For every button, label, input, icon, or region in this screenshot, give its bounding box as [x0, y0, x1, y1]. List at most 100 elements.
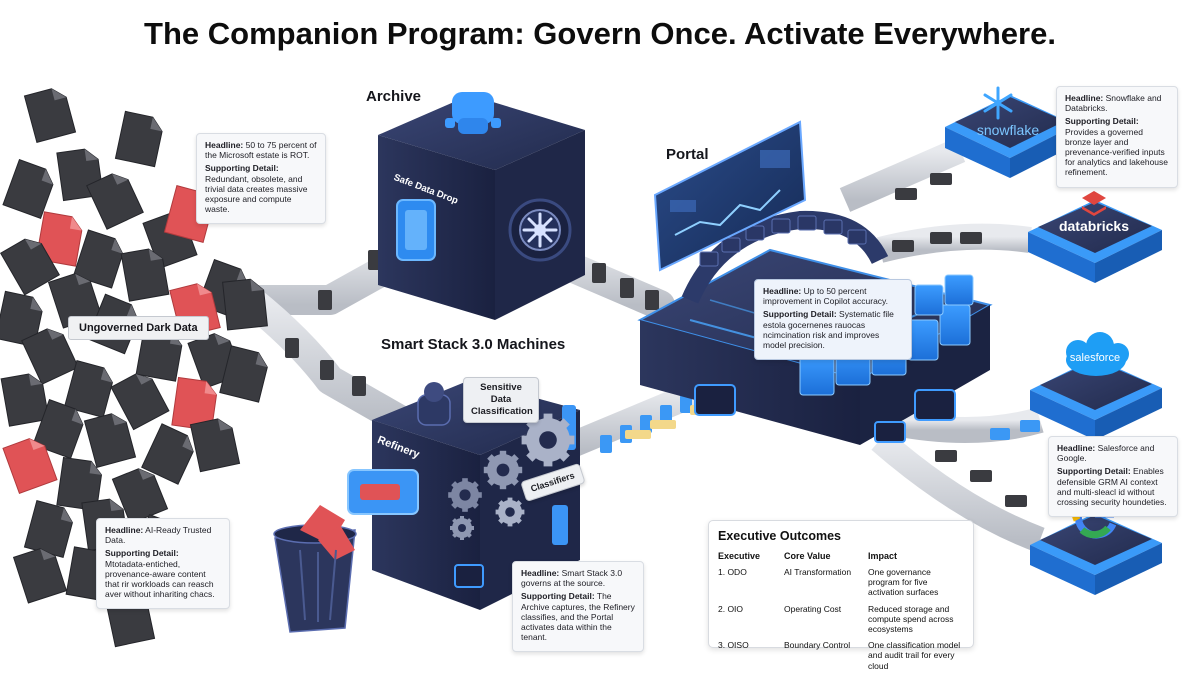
- salesforce-platform: [1030, 358, 1162, 440]
- copilot-callout: Headline: Up to 50 percent improvement i…: [754, 279, 912, 361]
- rot-detail-label: Supporting Detail:: [205, 163, 279, 174]
- sfgoogle-detail: Enables defensible GRM AI context and mu…: [1057, 466, 1167, 507]
- snowflake-icon: [983, 86, 1013, 120]
- databricks-icon: [1082, 191, 1106, 216]
- rot-detail: Redundant, obsolete, and trivial data cr…: [205, 173, 308, 215]
- sfgoogle-headline: Salesforce and Google.: [1057, 443, 1155, 464]
- outcomes-header-executive: Executive: [718, 551, 761, 561]
- outcomes-row-1-exec: 1. ODO: [718, 567, 747, 577]
- red-document-icon: [35, 211, 83, 267]
- source-headline: Smart Stack 3.0 governs at the source.: [521, 568, 623, 589]
- databricks-name: databricks: [1058, 218, 1130, 234]
- snowdb-detail: Provides a governed bronze layer and pre…: [1065, 126, 1169, 178]
- gear-icon: [448, 413, 575, 540]
- document-icon: [23, 500, 73, 558]
- trusted-detail-label: Supporting Detail:: [105, 548, 179, 559]
- vault-dial-icon: [508, 198, 572, 262]
- document-icon: [32, 398, 84, 460]
- sfgoogle-detail-label: Supporting Detail:: [1057, 466, 1131, 477]
- trusted-data-callout: Headline: AI-Ready Trusted Data. Support…: [96, 518, 230, 610]
- ungoverned-dark-data-tag: Ungoverned Dark Data: [68, 316, 209, 340]
- dashboard-screen: [653, 120, 807, 272]
- document-icon: [189, 418, 241, 473]
- outcomes-header-impact: Impact: [868, 551, 898, 561]
- gear-icon: [521, 413, 575, 467]
- copilot-detail-label: Supporting Detail:: [763, 309, 837, 320]
- portal-label: Portal: [666, 146, 709, 163]
- robot-icon: [445, 92, 501, 134]
- outcomes-row-3-exec: 3. OISO: [718, 640, 749, 651]
- gear-icon: [495, 497, 525, 527]
- document-icon: [21, 328, 79, 385]
- outcomes-row-2-impact: Reduced storage and compute spend across…: [868, 603, 954, 634]
- document-icon: [222, 278, 268, 331]
- copilot-headline-label: Headline:: [763, 286, 802, 296]
- archive-vault: [378, 92, 585, 320]
- snowflake-databricks-callout: Headline: Snowflake and Databricks. Supp…: [1056, 86, 1178, 188]
- snowdb-detail-label: Supporting Detail:: [1065, 116, 1139, 127]
- gear-icon: [448, 478, 482, 512]
- document-icon: [63, 360, 113, 418]
- snowdb-headline-label: Headline:: [1065, 93, 1104, 103]
- outcomes-row-3-value: Boundary Control: [784, 640, 851, 651]
- document-icon: [120, 248, 170, 302]
- gear-icon: [483, 450, 523, 490]
- document-icon: [0, 373, 50, 427]
- rot-headline-label: Headline:: [205, 140, 244, 150]
- sensitive-data-classification-tag: Sensitive Data Classification: [463, 377, 539, 423]
- archive-label: Archive: [366, 88, 422, 105]
- belt-chips: [285, 173, 1027, 507]
- red-document-icon: [2, 438, 58, 495]
- document-icon: [56, 456, 102, 512]
- outcomes-row-2-value: Operating Cost: [784, 603, 842, 614]
- rot-headline: 50 to 75 percent of the Microsoft estate…: [205, 140, 317, 161]
- trusted-headline: AI-Ready Trusted Data.: [105, 525, 212, 546]
- document-icon: [23, 88, 77, 143]
- trusted-detail: Mtotadata-entiched, provenance-aware con…: [105, 558, 215, 600]
- document-icon: [0, 238, 61, 296]
- outcomes-row-3-impact: One classification model and audit trail…: [868, 640, 961, 671]
- salesforce-google-callout: Headline: Salesforce and Google. Support…: [1048, 436, 1178, 518]
- snowflake-name: snowflake: [976, 122, 1040, 138]
- document-icon: [110, 373, 170, 431]
- red-document-icon: [171, 376, 217, 432]
- outcomes-row-1-value: AI Transformation: [784, 567, 852, 577]
- document-icon: [114, 110, 163, 168]
- source-detail: The Archive captures, the Refinery class…: [521, 591, 635, 643]
- snowflake-platform: [945, 95, 1075, 178]
- monitor-icon: [681, 210, 889, 304]
- rot-callout: Headline: 50 to 75 percent of the Micros…: [196, 133, 326, 225]
- document-icon: [72, 229, 124, 289]
- smart-stack-label: Smart Stack 3.0 Machines: [381, 336, 566, 353]
- executive-outcomes-table: Executive Outcomes Executive Core Value …: [708, 520, 974, 671]
- google-platform: [1030, 513, 1162, 595]
- outcomes-row-2-exec: 2. OIO: [718, 603, 744, 614]
- document-icon: [0, 290, 43, 348]
- outcomes-grid: Executive Core Value Impact 1. ODO AI Tr…: [718, 551, 964, 671]
- source-callout: Headline: Smart Stack 3.0 governs at the…: [512, 561, 644, 653]
- trash-bin-icon: [273, 505, 357, 633]
- snowdb-headline: Snowflake and Databricks.: [1065, 93, 1162, 114]
- databricks-platform: [1028, 200, 1162, 283]
- document-icon: [83, 413, 137, 468]
- document-icon: [141, 423, 194, 485]
- outcomes-row-1-impact: One governance program for five activati…: [868, 567, 939, 598]
- copilot-headline: Up to 50 percent improvement in Copilot …: [763, 286, 889, 307]
- trusted-headline-label: Headline:: [105, 525, 144, 535]
- gear-icon: [450, 516, 474, 540]
- document-icon: [47, 273, 103, 329]
- document-icon: [219, 345, 268, 403]
- source-detail-label: Supporting Detail:: [521, 591, 595, 602]
- belt-blue-chips: [600, 395, 1040, 453]
- document-icon: [12, 548, 68, 604]
- salesforce-cloud-icon: [1066, 332, 1129, 376]
- source-headline-label: Headline:: [521, 568, 560, 578]
- document-icon: [111, 468, 169, 525]
- outcomes-header-core-value: Core Value: [784, 551, 831, 561]
- page-title: The Companion Program: Govern Once. Acti…: [144, 16, 1056, 51]
- outcomes-title: Executive Outcomes: [718, 529, 841, 543]
- copilot-detail: Systematic file estola gocernenes rauoca…: [763, 309, 894, 350]
- salesforce-name: salesforce: [1069, 352, 1121, 364]
- sfgoogle-headline-label: Headline:: [1057, 443, 1096, 453]
- document-icon: [86, 173, 144, 230]
